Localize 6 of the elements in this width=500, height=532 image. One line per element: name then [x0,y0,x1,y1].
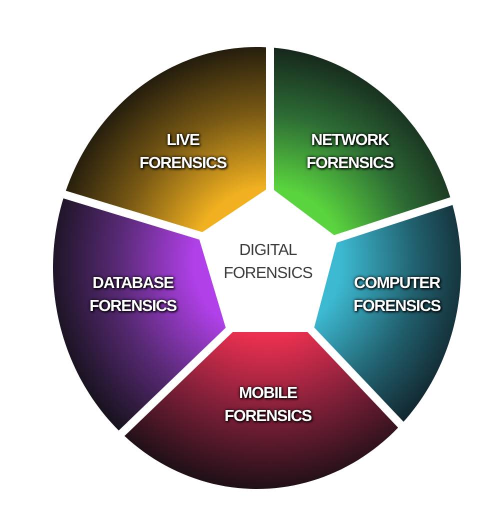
segment-label: DATABASE FORENSICS [89,274,177,317]
segment-label: MOBILE FORENSICS [224,384,312,427]
segment-label: NETWORK FORENSICS [306,131,394,174]
segment-label: LIVE FORENSICS [139,131,227,174]
hub-label: DIGITAL FORENSICS [224,241,312,284]
segment-label: COMPUTER FORENSICS [353,274,441,317]
